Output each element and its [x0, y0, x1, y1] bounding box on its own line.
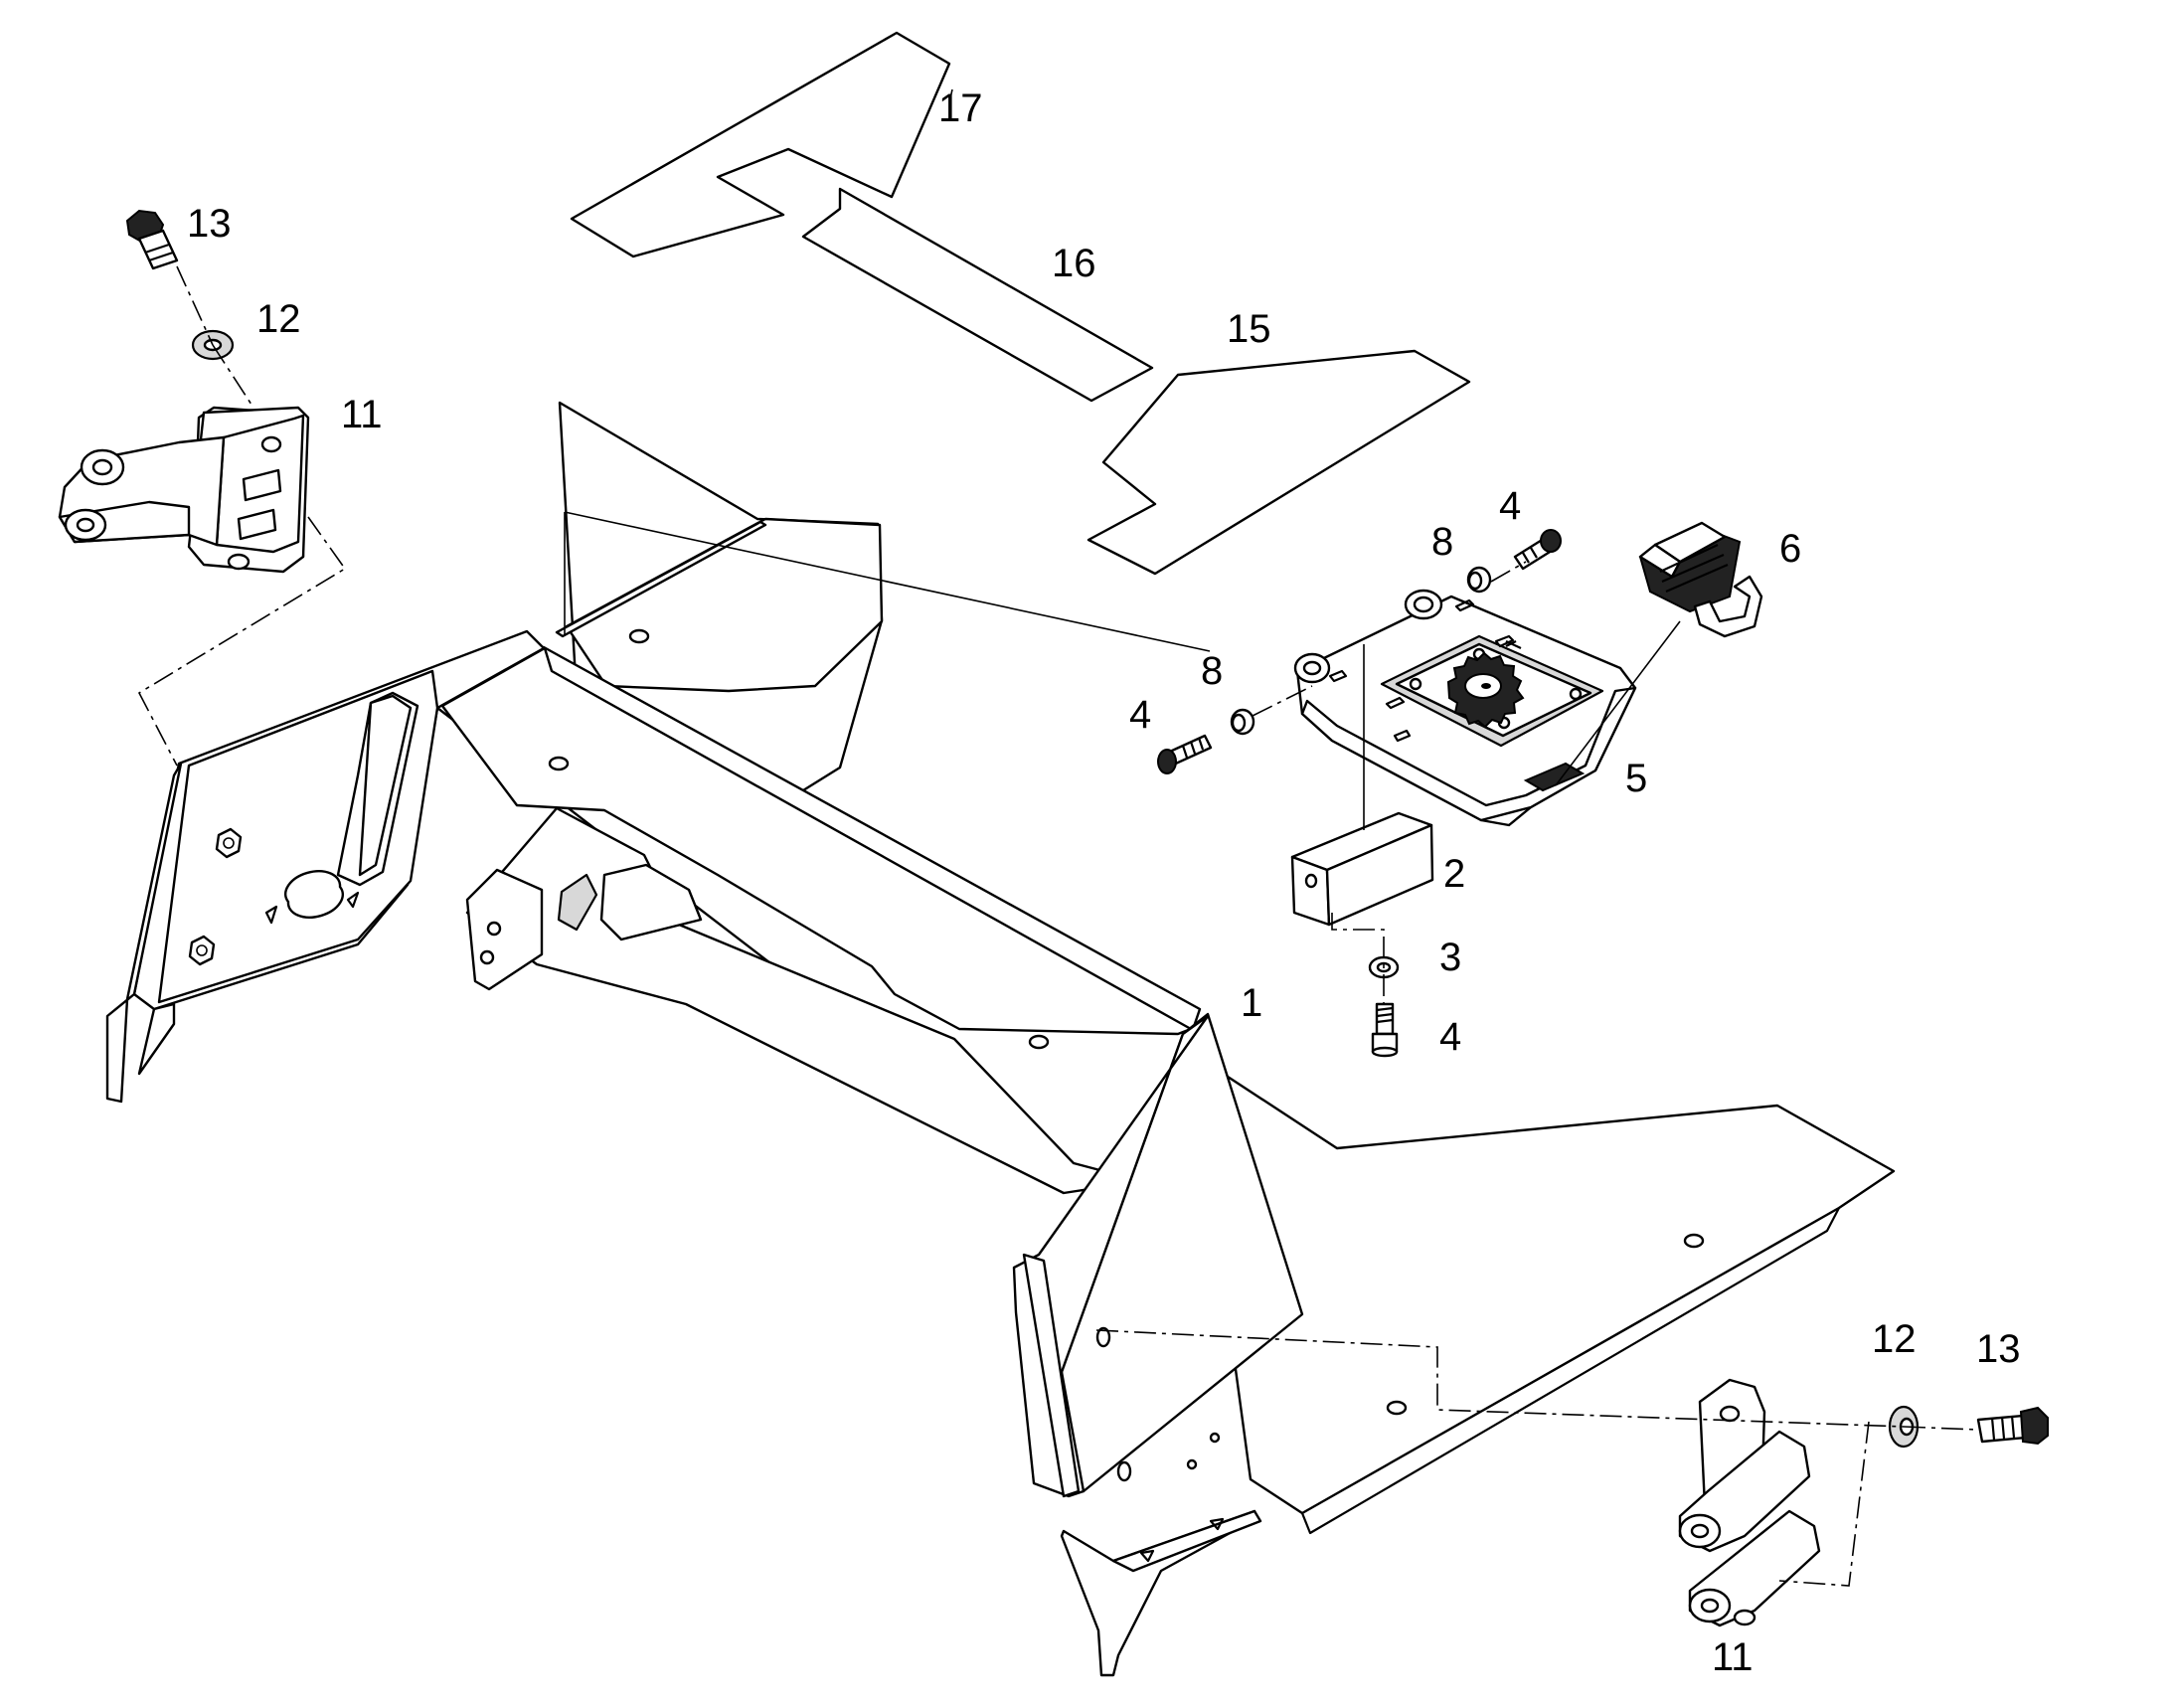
callout-1: 1: [1241, 981, 1262, 1025]
callout-13-right: 13: [1976, 1327, 2021, 1371]
bolt-4-left: [1157, 734, 1213, 774]
hinge-11-left: [58, 406, 310, 574]
callout-8-left: 8: [1201, 649, 1223, 693]
bolt-13-left: [125, 209, 179, 270]
bolt-13-right: [1976, 1406, 2049, 1446]
callout-15: 15: [1227, 307, 1271, 351]
callout-11-right: 11: [1712, 1635, 1754, 1679]
decal-17: [570, 31, 951, 258]
callout-12-left: 12: [256, 297, 301, 341]
callout-4-left: 4: [1129, 693, 1151, 737]
plate-5: [1293, 589, 1637, 827]
callout-4-bottom: 4: [1439, 1015, 1461, 1059]
bolt-4-bottom: [1371, 1002, 1399, 1058]
callout-2: 2: [1443, 852, 1465, 896]
bolt-4-upper: [1513, 529, 1562, 571]
spacer-8-upper: [1466, 566, 1492, 594]
callout-6: 6: [1779, 527, 1801, 571]
hinge-11-right: [1678, 1378, 1821, 1627]
callout-12-right: 12: [1872, 1317, 1917, 1361]
gear-icon: [1446, 651, 1525, 729]
spacer-8-left: [1230, 708, 1255, 736]
callout-3: 3: [1439, 936, 1461, 979]
decal-16: [801, 187, 1154, 403]
callout-17: 17: [938, 86, 983, 130]
decal-15: [1086, 349, 1471, 576]
leader-lines: [564, 88, 1681, 830]
callout-8-upper: 8: [1431, 520, 1453, 564]
center-lines: [137, 265, 1979, 1587]
callout-11-left: 11: [341, 393, 383, 436]
callout-13-left: 13: [187, 202, 232, 246]
callout-4-upper: 4: [1499, 484, 1521, 528]
callout-5: 5: [1625, 757, 1647, 800]
frame-1: [105, 401, 1896, 1677]
lock-6: [1638, 521, 1763, 638]
callout-16: 16: [1052, 242, 1096, 285]
block-2: [1290, 811, 1434, 927]
